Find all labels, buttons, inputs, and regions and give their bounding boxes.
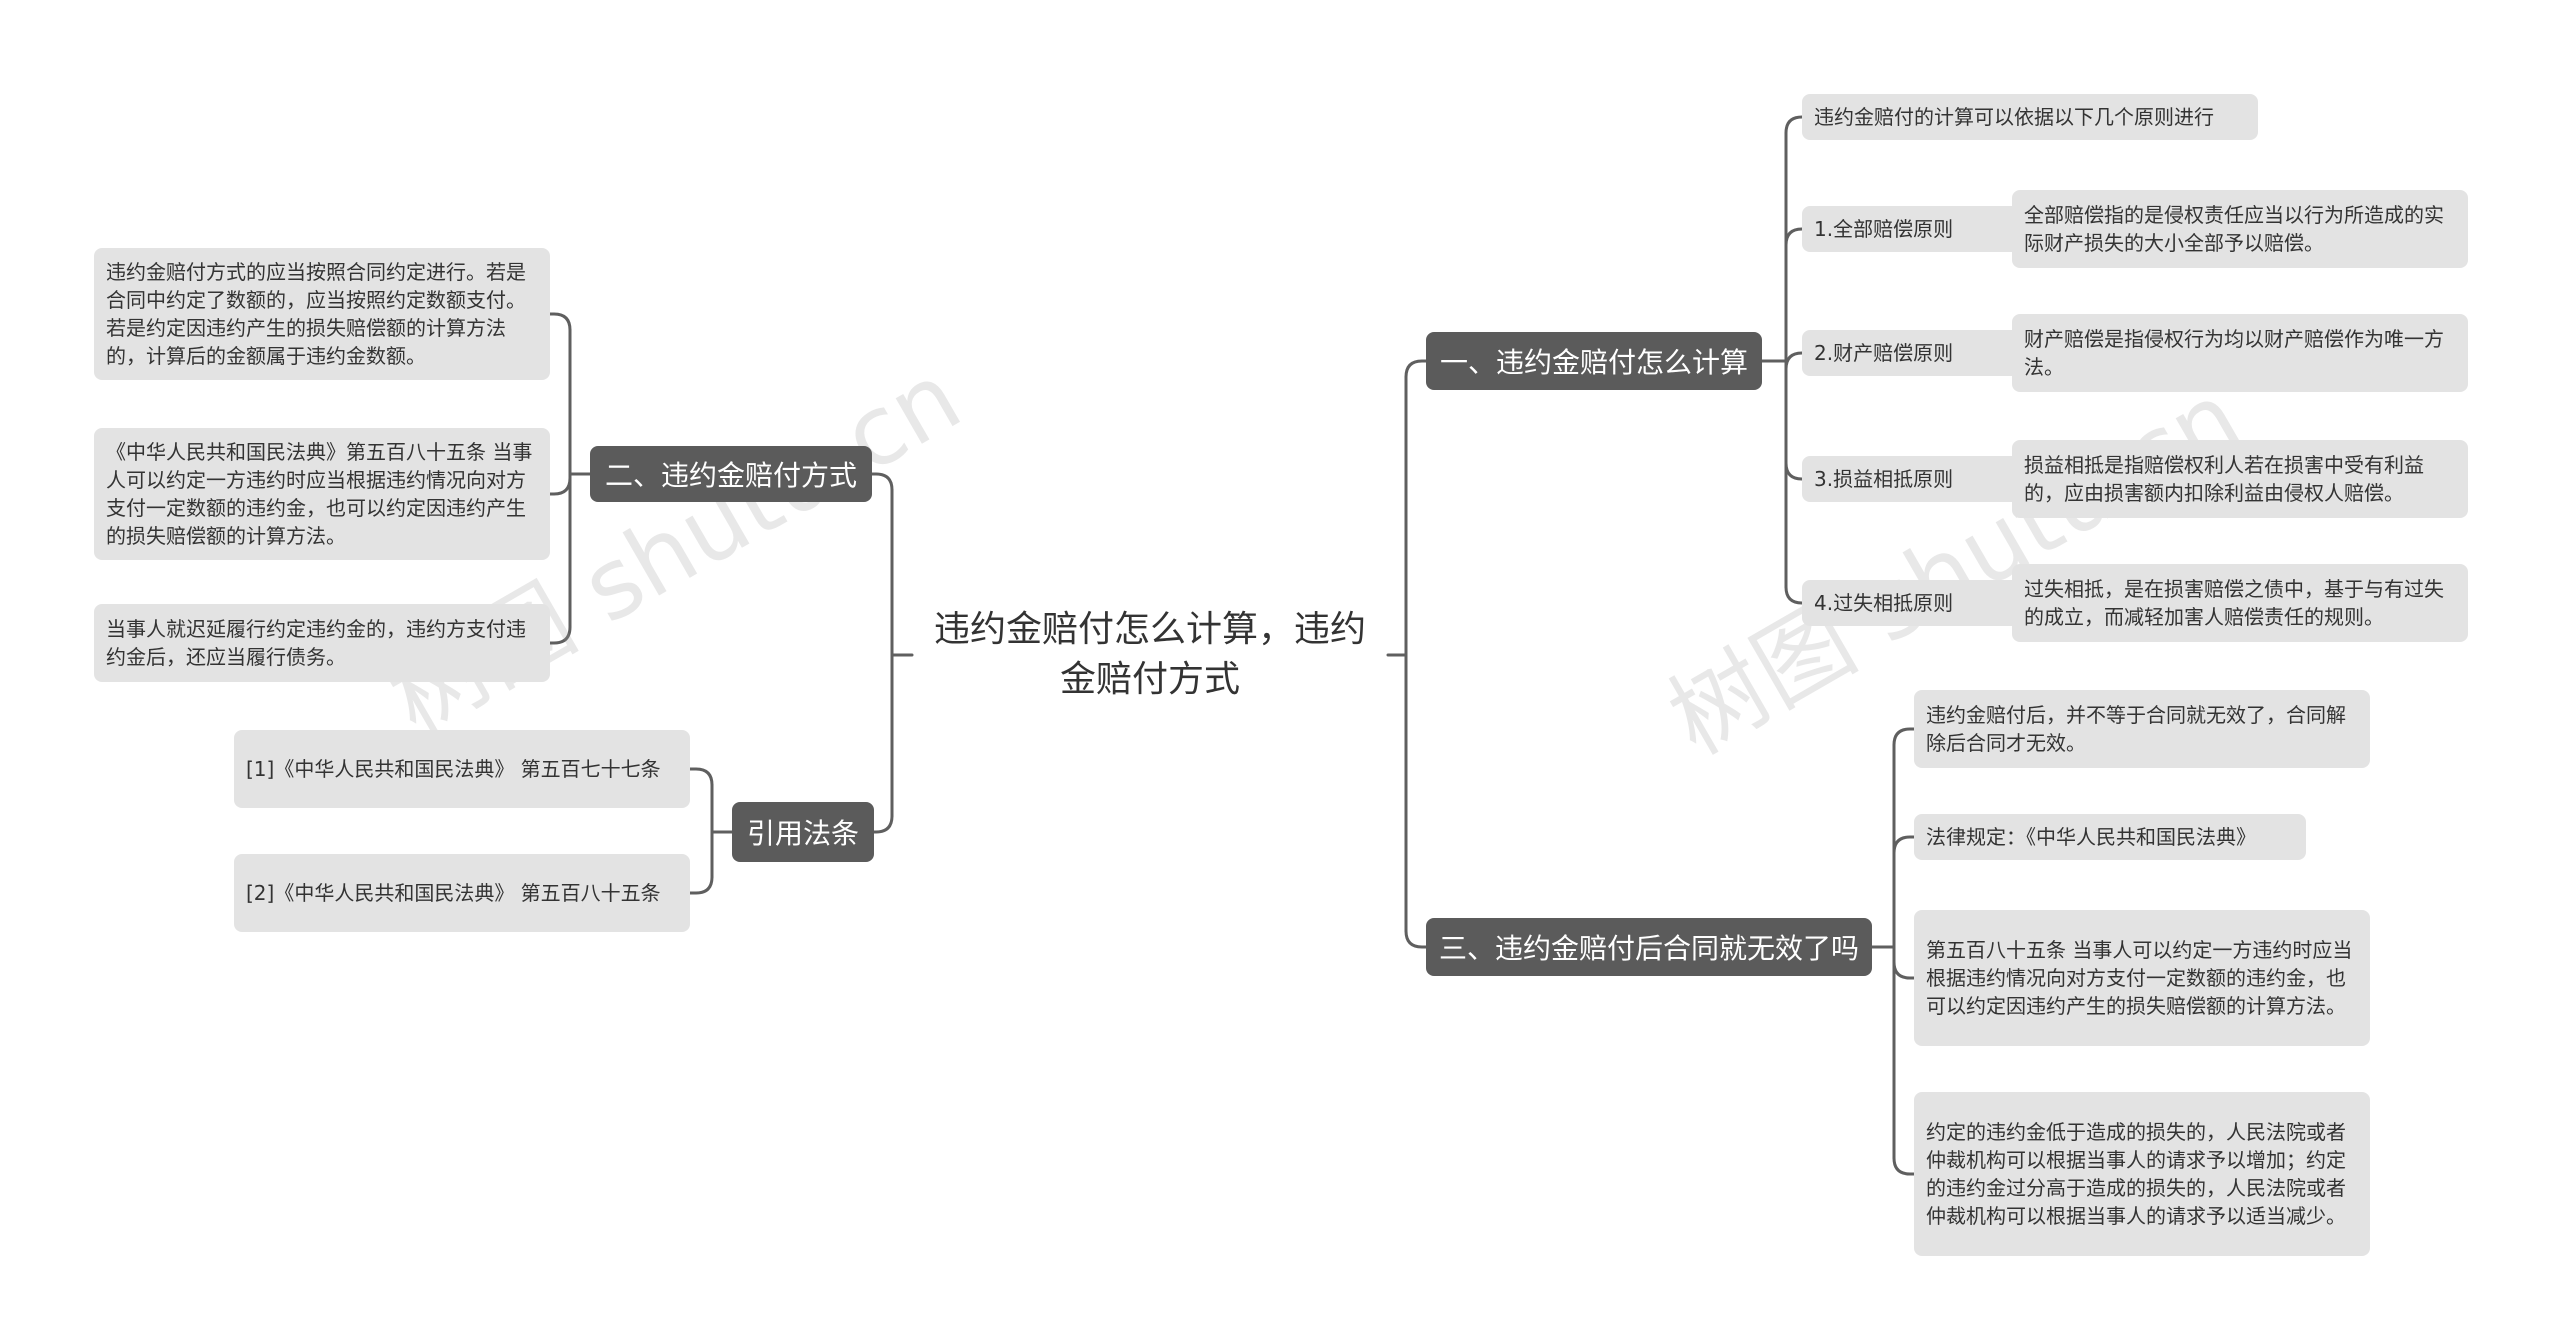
invalid-link-1 bbox=[1892, 835, 1916, 855]
method-link-2 bbox=[548, 625, 572, 645]
calc-principle-4-node[interactable]: 4.过失相抵原则 bbox=[1802, 580, 2024, 626]
branch-refs[interactable]: 引用法条 bbox=[732, 802, 874, 862]
branch-invalid-label: 三、违约金赔付后合同就无效了吗 bbox=[1438, 932, 1859, 965]
invalid-link-2 bbox=[1892, 960, 1916, 980]
invalid-item-2[interactable]: 法律规定：《中华人民共和国民法典》 bbox=[1914, 814, 2306, 860]
method-item-1-text: 违约金赔付方式的应当按照合同约定进行。若是合同中约定了数额的，应当按照约定数额支… bbox=[106, 260, 526, 368]
method-item-1[interactable]: 违约金赔付方式的应当按照合同约定进行。若是合同中约定了数额的，应当按照约定数额支… bbox=[94, 248, 550, 380]
root-topic-label: 违约金赔付怎么计算，违约金赔付方式 bbox=[933, 609, 1366, 700]
calc-principle-3-label: 3.损益相抵原则 bbox=[1814, 467, 1954, 491]
invalid-item-3[interactable]: 第五百八十五条 当事人可以约定一方违约时应当根据违约情况向对方支付一定数额的违约… bbox=[1914, 910, 2370, 1046]
branch-calc[interactable]: 一、违约金赔付怎么计算 bbox=[1426, 332, 1762, 390]
invalid-item-4-text: 约定的违约金低于造成的损失的，人民法院或者仲裁机构可以根据当事人的请求予以增加；… bbox=[1926, 1120, 2346, 1228]
method-item-2-text: 《中华人民共和国民法典》第五百八十五条 当事人可以约定一方违约时应当根据违约情况… bbox=[106, 440, 533, 548]
invalid-item-4[interactable]: 约定的违约金低于造成的损失的，人民法院或者仲裁机构可以根据当事人的请求予以增加；… bbox=[1914, 1092, 2370, 1256]
calc-principle-2-node[interactable]: 2.财产赔偿原则 bbox=[1802, 330, 2024, 376]
calc-link-4 bbox=[1784, 585, 1804, 605]
calc-principle-1-note-text: 全部赔偿指的是侵权责任应当以行为所造成的实际财产损失的大小全部予以赔偿。 bbox=[2024, 203, 2444, 255]
method-item-2[interactable]: 《中华人民共和国民法典》第五百八十五条 当事人可以约定一方违约时应当根据违约情况… bbox=[94, 428, 550, 560]
calc-principle-3-note[interactable]: 损益相抵是指赔偿权利人若在损害中受有利益的，应由损害额内扣除利益由侵权人赔偿。 bbox=[2012, 440, 2468, 518]
branch-method[interactable]: 二、违约金赔付方式 bbox=[590, 446, 872, 502]
calc-principle-2-label: 2.财产赔偿原则 bbox=[1814, 341, 1954, 365]
branch-refs-label: 引用法条 bbox=[746, 817, 859, 850]
refs-item-2-text: [2]《中华人民共和国民法典》 第五百八十五条 bbox=[246, 881, 661, 905]
calc-principle-3-note-text: 损益相抵是指赔偿权利人若在损害中受有利益的，应由损害额内扣除利益由侵权人赔偿。 bbox=[2024, 453, 2424, 505]
calc-principle-4-note-text: 过失相抵，是在损害赔偿之债中，基于与有过失的成立，而减轻加害人赔偿责任的规则。 bbox=[2024, 577, 2444, 629]
invalid-item-1-text: 违约金赔付后，并不等于合同就无效了，合同解除后合同才无效。 bbox=[1926, 703, 2346, 755]
calc-link-1 bbox=[1784, 227, 1804, 247]
calc-principle-1-node[interactable]: 1.全部赔偿原则 bbox=[1802, 206, 2024, 252]
refs-item-1[interactable]: [1]《中华人民共和国民法典》 第五百七十七条 bbox=[234, 730, 690, 808]
invalid-item-2-text: 法律规定：《中华人民共和国民法典》 bbox=[1926, 825, 2256, 849]
calc-principle-3-node[interactable]: 3.损益相抵原则 bbox=[1802, 456, 2024, 502]
refs-item-1-text: [1]《中华人民共和国民法典》 第五百七十七条 bbox=[246, 757, 661, 781]
invalid-link-3 bbox=[1892, 1156, 1916, 1176]
calc-intro-node[interactable]: 违约金赔付的计算可以依据以下几个原则进行 bbox=[1802, 94, 2258, 140]
calc-principle-4-label: 4.过失相抵原则 bbox=[1814, 591, 1954, 615]
calc-principle-2-note-text: 财产赔偿是指侵权行为均以财产赔偿作为唯一方法。 bbox=[2024, 327, 2444, 379]
branch-calc-label: 一、违约金赔付怎么计算 bbox=[1439, 346, 1748, 379]
calc-principle-1-note[interactable]: 全部赔偿指的是侵权责任应当以行为所造成的实际财产损失的大小全部予以赔偿。 bbox=[2012, 190, 2468, 268]
calc-principle-2-note[interactable]: 财产赔偿是指侵权行为均以财产赔偿作为唯一方法。 bbox=[2012, 314, 2468, 392]
calc-link-2 bbox=[1784, 351, 1804, 371]
invalid-item-1[interactable]: 违约金赔付后，并不等于合同就无效了，合同解除后合同才无效。 bbox=[1914, 690, 2370, 768]
root-right-link-0 bbox=[1404, 359, 1428, 379]
method-item-3[interactable]: 当事人就迟延履行约定违约金的，违约方支付违约金后，还应当履行债务。 bbox=[94, 604, 550, 682]
method-item-3-text: 当事人就迟延履行约定违约金的，违约方支付违约金后，还应当履行债务。 bbox=[106, 617, 526, 669]
invalid-link-0 bbox=[1892, 727, 1916, 747]
root-left-link-0 bbox=[870, 472, 894, 492]
calc-link-0 bbox=[1784, 115, 1804, 135]
calc-link-3 bbox=[1784, 461, 1804, 481]
refs-link-0 bbox=[688, 767, 714, 787]
calc-principle-1-label: 1.全部赔偿原则 bbox=[1814, 217, 1954, 241]
calc-intro-text: 违约金赔付的计算可以依据以下几个原则进行 bbox=[1814, 105, 2214, 129]
root-right-link-1 bbox=[1404, 929, 1428, 949]
root-left-link-1 bbox=[872, 814, 894, 834]
calc-principle-4-note[interactable]: 过失相抵，是在损害赔偿之债中，基于与有过失的成立，而减轻加害人赔偿责任的规则。 bbox=[2012, 564, 2468, 642]
refs-item-2[interactable]: [2]《中华人民共和国民法典》 第五百八十五条 bbox=[234, 854, 690, 932]
method-link-1 bbox=[548, 476, 572, 496]
method-link-0 bbox=[548, 312, 572, 332]
refs-link-1 bbox=[688, 875, 714, 895]
branch-method-label: 二、违约金赔付方式 bbox=[604, 459, 857, 492]
invalid-item-3-text: 第五百八十五条 当事人可以约定一方违约时应当根据违约情况向对方支付一定数额的违约… bbox=[1926, 938, 2353, 1018]
root-topic[interactable]: 违约金赔付怎么计算，违约金赔付方式 bbox=[930, 600, 1370, 710]
branch-invalid[interactable]: 三、违约金赔付后合同就无效了吗 bbox=[1426, 918, 1872, 976]
